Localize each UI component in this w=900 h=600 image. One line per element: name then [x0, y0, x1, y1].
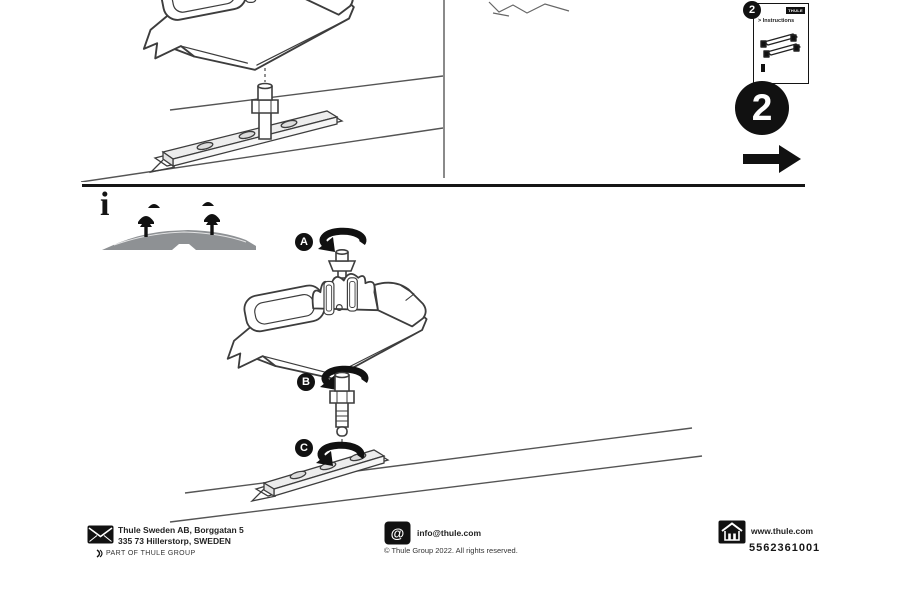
- top-foot-mounting-figure: [80, 0, 444, 182]
- booklet-step-badge: 2: [743, 1, 761, 19]
- section-divider: [82, 184, 805, 187]
- home-icon: [718, 520, 746, 544]
- adjustment-screw-a: [327, 248, 357, 279]
- roof-edge-line: [169, 455, 703, 523]
- thule-logo: THULE: [786, 7, 805, 14]
- roof-slot: [149, 110, 344, 174]
- roof-edge-line: [80, 127, 444, 182]
- instructions-booklet: 2 THULE > Instructions: [743, 1, 809, 84]
- roof-covers-figure: [102, 202, 256, 250]
- address-block: Thule Sweden AB, Borggatan 5 335 73 Hill…: [118, 525, 244, 547]
- fitting-foot-bracket: [226, 272, 428, 380]
- info-icon: i: [100, 186, 110, 223]
- roof-slot: [250, 449, 390, 503]
- group-note-text: PART OF THULE GROUP: [106, 550, 196, 557]
- panel-divider: [443, 0, 445, 178]
- roof-edge-line: [169, 75, 444, 111]
- address-line2: 335 73 Hillerstorp, SWEDEN: [118, 536, 231, 547]
- thule-group-note: PART OF THULE GROUP: [96, 549, 196, 558]
- step-label-a: A: [295, 233, 313, 251]
- roof-bars-sketch-icon: [760, 33, 801, 72]
- part-number: 5562361001: [749, 542, 821, 554]
- envelope-icon: [87, 525, 114, 544]
- mounting-bolt: [251, 82, 279, 140]
- copyright-text: © Thule Group 2022. All rights reserved.: [384, 546, 518, 555]
- address-line1: Thule Sweden AB, Borggatan 5: [118, 525, 244, 535]
- email-text[interactable]: info@thule.com: [417, 528, 482, 538]
- top-middle-sketch-fragment: [488, 1, 570, 17]
- at-icon: @: [384, 521, 411, 545]
- step-label-b: B: [297, 373, 315, 391]
- assembly-sequence-figure: [169, 225, 703, 523]
- step-number-badge: 2: [735, 81, 789, 135]
- step-label-c: C: [295, 439, 313, 457]
- website-text[interactable]: www.thule.com: [751, 526, 814, 536]
- roof-edge-line: [184, 427, 693, 494]
- rotate-arrow-a-icon: [318, 231, 363, 252]
- booklet-title: > Instructions: [758, 18, 795, 24]
- stud-bolt-b: [329, 371, 355, 437]
- fitting-foot-bracket: [142, 0, 355, 71]
- next-arrow-icon: [743, 145, 801, 173]
- thule-group-mark-icon: [96, 549, 103, 558]
- cover-cap-icons: [138, 202, 220, 237]
- svg-text:@: @: [391, 525, 405, 541]
